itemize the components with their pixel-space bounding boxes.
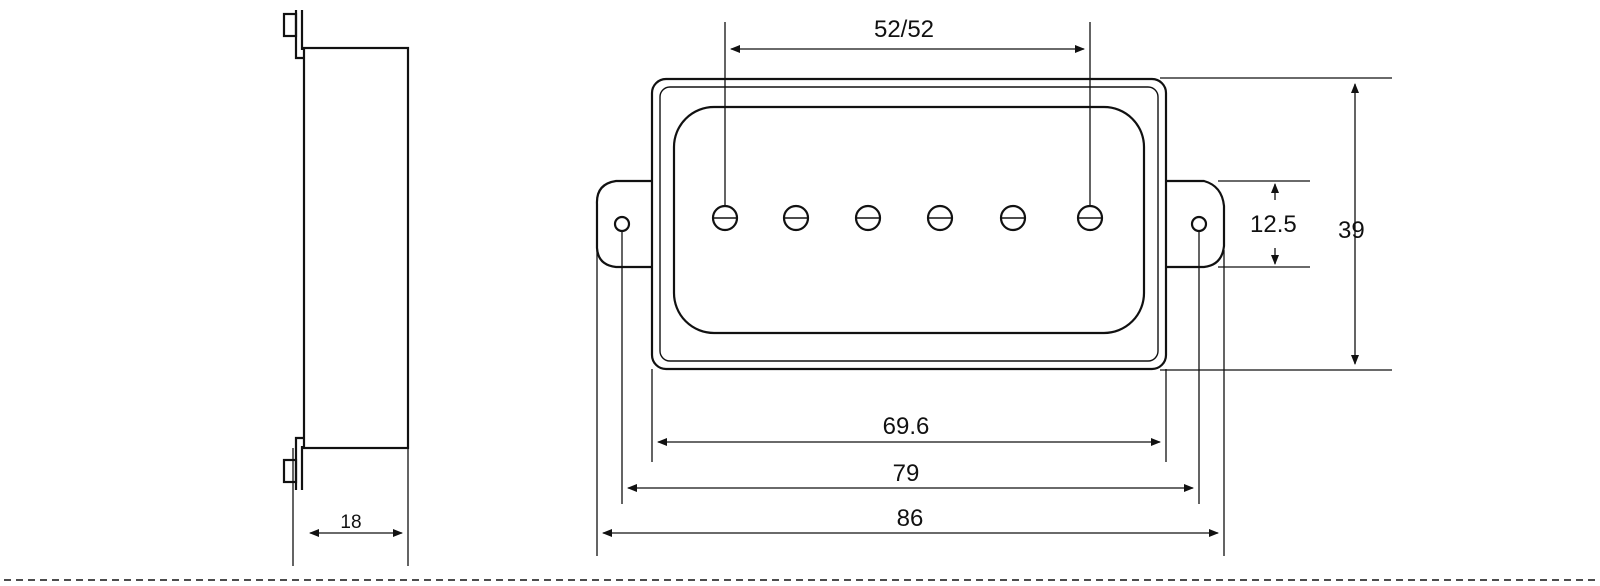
depth-label: 18 xyxy=(340,512,361,533)
pole-piece xyxy=(854,204,882,232)
total-length-label: 86 xyxy=(897,505,924,532)
side-view: 18 xyxy=(282,10,410,566)
height-label: 39 xyxy=(1338,217,1365,244)
pole-spacing-label: 52/52 xyxy=(874,16,934,43)
top-view: 52/52 39 12.5 69.6 79 86 xyxy=(595,16,1392,556)
hole-spacing-label: 79 xyxy=(893,460,920,487)
right-mounting-ear xyxy=(1166,179,1226,269)
side-housing xyxy=(302,46,410,450)
left-mount-hole xyxy=(613,215,631,233)
left-mounting-ear xyxy=(595,179,652,269)
pole-piece xyxy=(926,204,954,232)
cover-length-label: 69.6 xyxy=(883,413,930,440)
side-bottom-screw xyxy=(282,458,298,484)
pole-piece xyxy=(999,204,1027,232)
pickup-cover xyxy=(672,105,1146,335)
pole-piece xyxy=(782,204,810,232)
side-top-screw xyxy=(282,12,298,38)
pickup-frame xyxy=(650,77,1168,371)
right-mount-hole xyxy=(1190,215,1208,233)
mount-height-label: 12.5 xyxy=(1250,211,1297,238)
